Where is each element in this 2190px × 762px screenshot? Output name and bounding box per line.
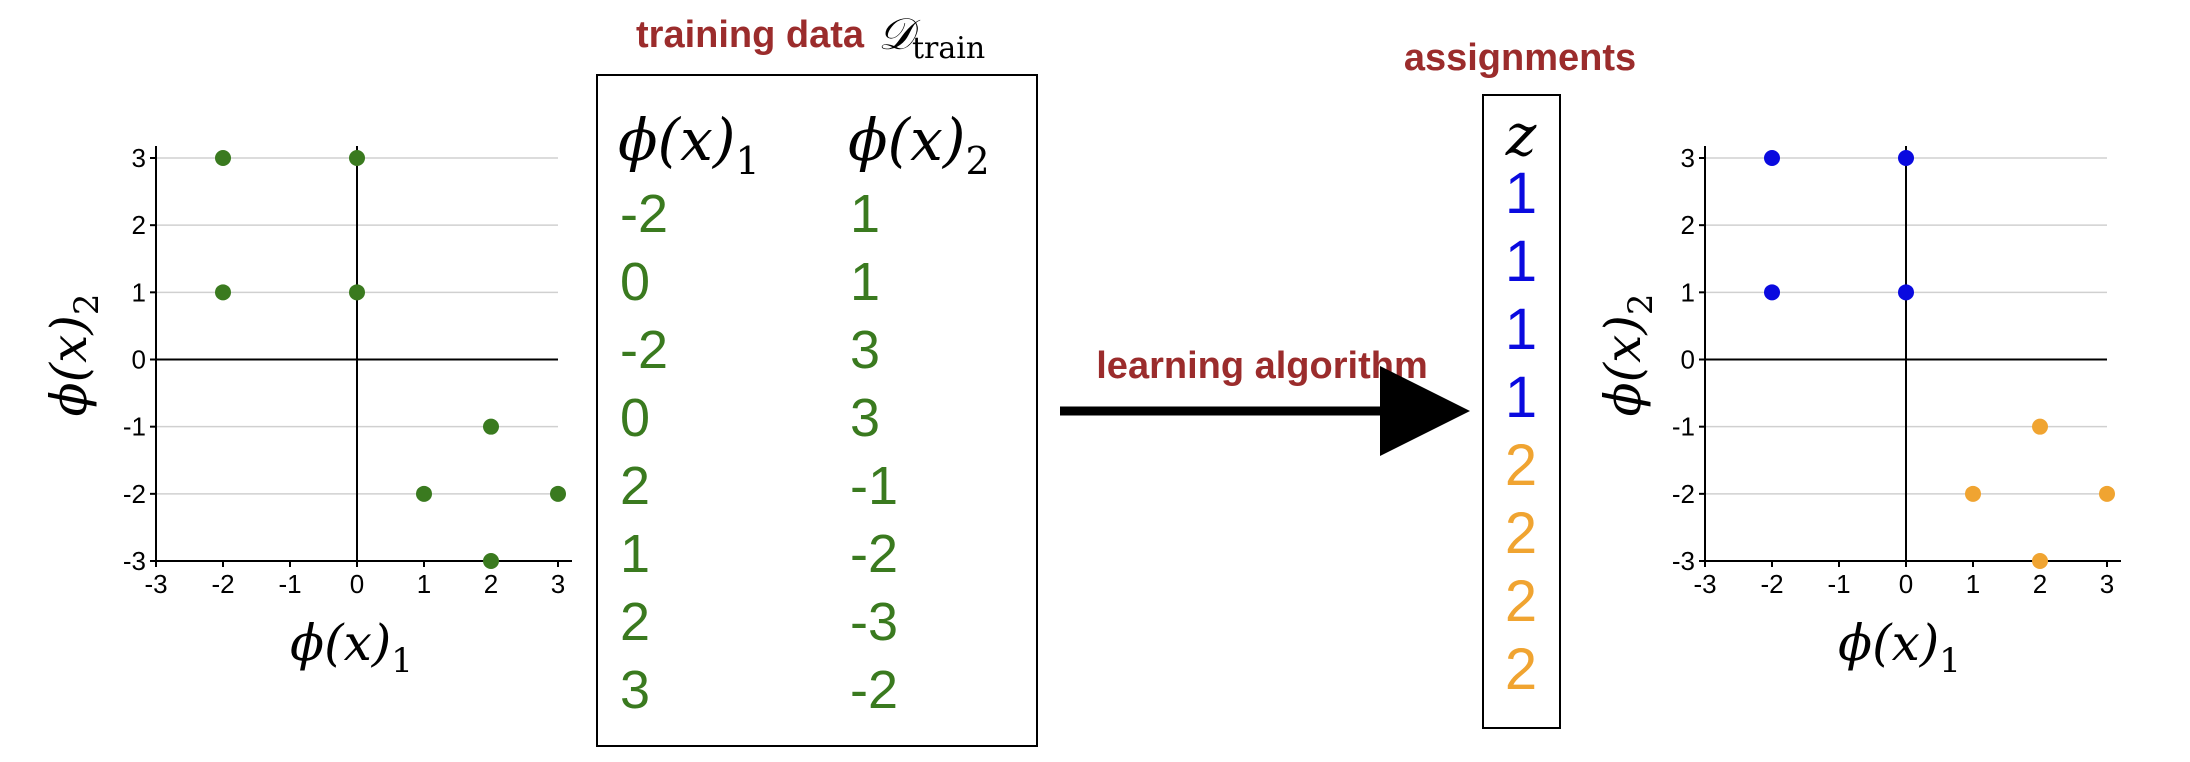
assignment-value: 2 (1505, 569, 1537, 634)
table-cell-phi2: -3 (850, 592, 898, 652)
x-tick-label: 1 (1966, 569, 1980, 599)
learning-algorithm-arrow-group: learning algorithm (1060, 345, 1470, 456)
y-tick-label: 1 (1681, 277, 1695, 307)
training-data-table: ϕ(x)1 ϕ(x)2 -2 1 0 1 -2 3 0 3 2 -1 1 -2 2 -3 3 -2 (618, 106, 990, 720)
table-cell-phi1: 1 (620, 524, 650, 584)
column-header-phi2: ϕ(x)2 (848, 106, 990, 183)
x-axis-label: ϕ(x)1 (1838, 614, 1961, 681)
assignment-value: 2 (1505, 637, 1537, 702)
table-cell-phi1: 0 (620, 388, 650, 448)
y-tick-label: 2 (132, 210, 146, 240)
table-cell-phi2: -1 (850, 456, 898, 516)
table-cell-phi2: 3 (850, 388, 880, 448)
table-cell-phi1: -2 (620, 320, 668, 380)
x-tick-label: -2 (211, 569, 234, 599)
assignments-heading: assignments (1404, 37, 1636, 79)
table-cell-phi1: 3 (620, 660, 650, 720)
training-data-heading-text: training data (636, 14, 865, 56)
data-point (2032, 418, 2048, 435)
table-cell-phi2: 1 (850, 184, 880, 244)
data-point (2032, 553, 2048, 569)
assignment-value: 1 (1505, 161, 1537, 226)
table-cell-phi2: 3 (850, 320, 880, 380)
data-point (215, 150, 231, 166)
x-tick-label: 0 (1899, 569, 1913, 599)
y-axis-label: ϕ(x)2 (1594, 294, 1661, 417)
y-tick-label: -3 (123, 546, 146, 576)
x-tick-label: 3 (2100, 569, 2114, 599)
y-tick-label: 0 (132, 345, 146, 375)
x-tick-label: 3 (551, 569, 565, 599)
data-point (1898, 284, 1914, 301)
data-point (1965, 485, 1981, 502)
y-tick-label: -2 (1672, 479, 1695, 509)
scatter-plot-assignments: ϕ(x)1 ϕ(x)2 3 2 1 0 -1 -2 -3-3 -2 -1 0 1 2 3 (1594, 143, 2121, 681)
training-data-heading: training data 𝒟 train (636, 9, 985, 66)
data-point (2099, 485, 2115, 502)
x-tick-label: -3 (144, 569, 167, 599)
assignment-value: 1 (1505, 229, 1537, 294)
assignment-value: 2 (1505, 433, 1537, 498)
table-cell-phi1: 2 (620, 592, 650, 652)
y-tick-label: 3 (1681, 143, 1695, 173)
x-tick-label: 1 (417, 569, 431, 599)
y-axis-label: ϕ(x)2 (40, 294, 107, 417)
table-cell-phi2: 1 (850, 252, 880, 312)
table-rows: -2 1 0 1 -2 3 0 3 2 -1 1 -2 2 -3 3 -2 (620, 184, 898, 720)
x-tick-label: -1 (278, 569, 301, 599)
data-point (550, 485, 566, 502)
table-cell-phi1: -2 (620, 184, 668, 244)
table-cell-phi2: -2 (850, 524, 898, 584)
y-tick-label: 2 (1681, 210, 1695, 240)
x-tick-label: 2 (2033, 569, 2047, 599)
y-tick-label: 3 (132, 143, 146, 173)
y-tick-label: 1 (132, 277, 146, 307)
x-axis-label: ϕ(x)1 (290, 614, 413, 681)
data-point (349, 284, 365, 301)
table-cell-phi2: -2 (850, 660, 898, 720)
training-data-table-border (596, 74, 1038, 747)
x-tick-label: 0 (350, 569, 364, 599)
table-cell-phi1: 2 (620, 456, 650, 516)
x-tick-label: 2 (484, 569, 498, 599)
data-point (416, 485, 432, 502)
scatter-plot-training: ϕ(x)1 ϕ(x)2 3 2 1 0 -1 -2 -3-3 -2 -1 0 1 2 3 (40, 143, 572, 681)
assignments-column-border (1482, 94, 1561, 729)
y-tick-label: 0 (1681, 345, 1695, 375)
y-tick-label: -1 (1672, 412, 1695, 442)
data-point (215, 284, 231, 301)
x-tick-label: -1 (1827, 569, 1850, 599)
data-point (483, 418, 499, 435)
data-point (1764, 284, 1780, 301)
dataset-subscript: train (912, 31, 985, 66)
assignment-value: 2 (1505, 501, 1537, 566)
y-tick-label: -3 (1672, 546, 1695, 576)
assignments-header-z: z (1505, 101, 1537, 169)
learning-algorithm-label: learning algorithm (1096, 345, 1427, 387)
y-tick-label: -2 (123, 479, 146, 509)
data-point (483, 553, 499, 569)
x-tick-label: -3 (1693, 569, 1716, 599)
y-tick-label: -1 (123, 412, 146, 442)
column-header-phi1: ϕ(x)1 (618, 106, 760, 183)
data-point (1898, 150, 1914, 166)
data-point (349, 150, 365, 166)
data-point (1764, 150, 1780, 166)
assignment-value: 1 (1505, 365, 1537, 430)
table-cell-phi1: 0 (620, 252, 650, 312)
assignment-value: 1 (1505, 297, 1537, 362)
x-tick-label: -2 (1760, 569, 1783, 599)
